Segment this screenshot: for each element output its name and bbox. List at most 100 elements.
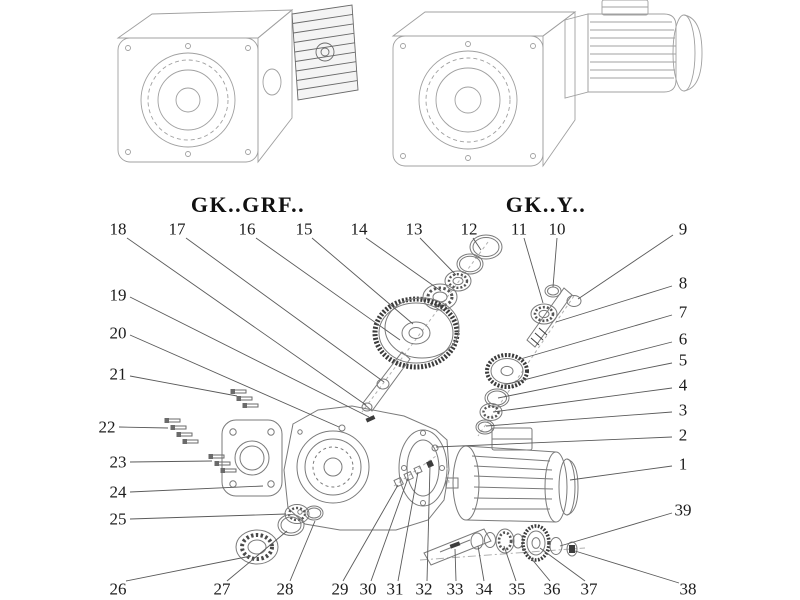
part-number-5: 5 — [678, 350, 688, 370]
part-number-17: 17 — [168, 219, 186, 239]
model-label-y: GK..Y.. — [505, 192, 587, 217]
grf-side-bore — [262, 68, 282, 96]
grf-housing-side-face — [257, 9, 293, 164]
leader-line-1 — [569, 465, 673, 481]
leader-line-7 — [516, 314, 673, 361]
housing-breather — [338, 424, 346, 432]
part-number-13: 13 — [405, 219, 423, 239]
axis-line-secondary — [477, 295, 575, 437]
grf-bore-inner — [157, 69, 219, 131]
fastener-set — [393, 460, 434, 488]
part-number-27: 27 — [213, 579, 231, 599]
leader-line-21 — [129, 375, 238, 397]
y-motor — [564, 0, 703, 99]
mounting-flange-plate — [221, 419, 283, 497]
part-number-18: 18 — [109, 219, 127, 239]
output-bearing-group — [235, 505, 324, 565]
upper-bearing-small — [444, 270, 472, 292]
motor-terminal-box — [601, 0, 649, 16]
leader-line-13 — [419, 237, 457, 276]
bolt-group-upper — [230, 389, 259, 408]
large-gear — [372, 296, 460, 370]
leader-line-37 — [539, 547, 586, 582]
leader-line-32 — [426, 465, 431, 582]
shaft-key — [365, 415, 376, 423]
leader-line-6 — [503, 341, 673, 386]
leader-line-38 — [574, 550, 680, 584]
part-number-23: 23 — [109, 452, 127, 472]
leader-line-22 — [118, 426, 169, 429]
motor-key — [426, 460, 434, 468]
leader-line-28 — [289, 520, 316, 582]
model-label-grf: GK..GRF.. — [190, 192, 306, 217]
leader-line-27 — [226, 530, 288, 582]
part-number-16: 16 — [238, 219, 256, 239]
part-number-31: 31 — [386, 579, 404, 599]
part-number-36: 36 — [543, 579, 561, 599]
leader-line-15 — [311, 237, 414, 325]
leader-line-24 — [129, 485, 264, 493]
grf-bore-outer — [140, 52, 236, 148]
leader-line-20 — [129, 334, 340, 428]
part-number-21: 21 — [109, 364, 127, 384]
output-shaft-assembly — [423, 524, 578, 566]
leader-line-9 — [577, 234, 674, 300]
leader-line-8 — [555, 285, 673, 323]
part-number-32: 32 — [415, 579, 433, 599]
y-shaft-bore — [454, 86, 482, 114]
grf-finned-cover — [291, 4, 359, 101]
leader-line-3 — [485, 411, 673, 427]
leader-line-33 — [454, 548, 457, 582]
leader-line-31 — [397, 471, 419, 582]
part-number-6: 6 — [678, 329, 688, 349]
y-gear-hidden-line — [425, 57, 511, 143]
exploded-view — [164, 234, 586, 566]
part-number-33: 33 — [446, 579, 464, 599]
part-number-2: 2 — [678, 425, 688, 445]
leader-line-5 — [497, 362, 673, 399]
secondary-bearing — [479, 403, 503, 421]
input-pinion-shaft — [526, 287, 573, 348]
part-number-34: 34 — [475, 579, 493, 599]
leader-line-18 — [126, 237, 367, 406]
retaining-rings — [456, 234, 503, 275]
housing-plug — [431, 444, 439, 452]
leader-line-19 — [129, 296, 370, 418]
output-key — [449, 541, 461, 549]
leader-line-36 — [520, 545, 551, 582]
part-number-20: 20 — [109, 323, 127, 343]
part-number-11: 11 — [510, 219, 528, 239]
axis-line-input — [361, 241, 489, 413]
part-number-8: 8 — [678, 273, 688, 293]
part-number-22: 22 — [98, 417, 116, 437]
part-number-28: 28 — [276, 579, 294, 599]
y-housing-side-face — [542, 11, 576, 168]
leader-line-16 — [255, 237, 401, 341]
part-number-29: 29 — [331, 579, 349, 599]
leader-line-29 — [342, 484, 399, 582]
part-number-30: 30 — [359, 579, 377, 599]
leader-line-34 — [477, 545, 485, 582]
grf-shaft-bore — [175, 87, 201, 113]
leader-line-39 — [559, 512, 673, 547]
part-number-24: 24 — [109, 482, 127, 502]
leader-line-30 — [370, 477, 409, 582]
y-bore-inner — [435, 67, 501, 133]
leader-line-25 — [129, 513, 287, 520]
output-shaft — [423, 528, 492, 566]
leader-line-14 — [365, 237, 442, 292]
leader-line-10 — [552, 237, 558, 288]
leader-line-17 — [185, 237, 385, 383]
leader-line-4 — [492, 387, 673, 413]
part-number-39: 39 — [674, 500, 692, 520]
gearbox-y-drawing — [391, 0, 703, 168]
output-bearing-right — [495, 528, 515, 554]
bolt-group-left — [164, 418, 199, 444]
part-number-38: 38 — [679, 579, 697, 599]
part-number-25: 25 — [109, 509, 127, 529]
part-number-9: 9 — [678, 219, 688, 239]
motor-fan-cowl-back — [683, 14, 703, 92]
leader-line-11 — [523, 237, 544, 304]
part-number-14: 14 — [350, 219, 368, 239]
